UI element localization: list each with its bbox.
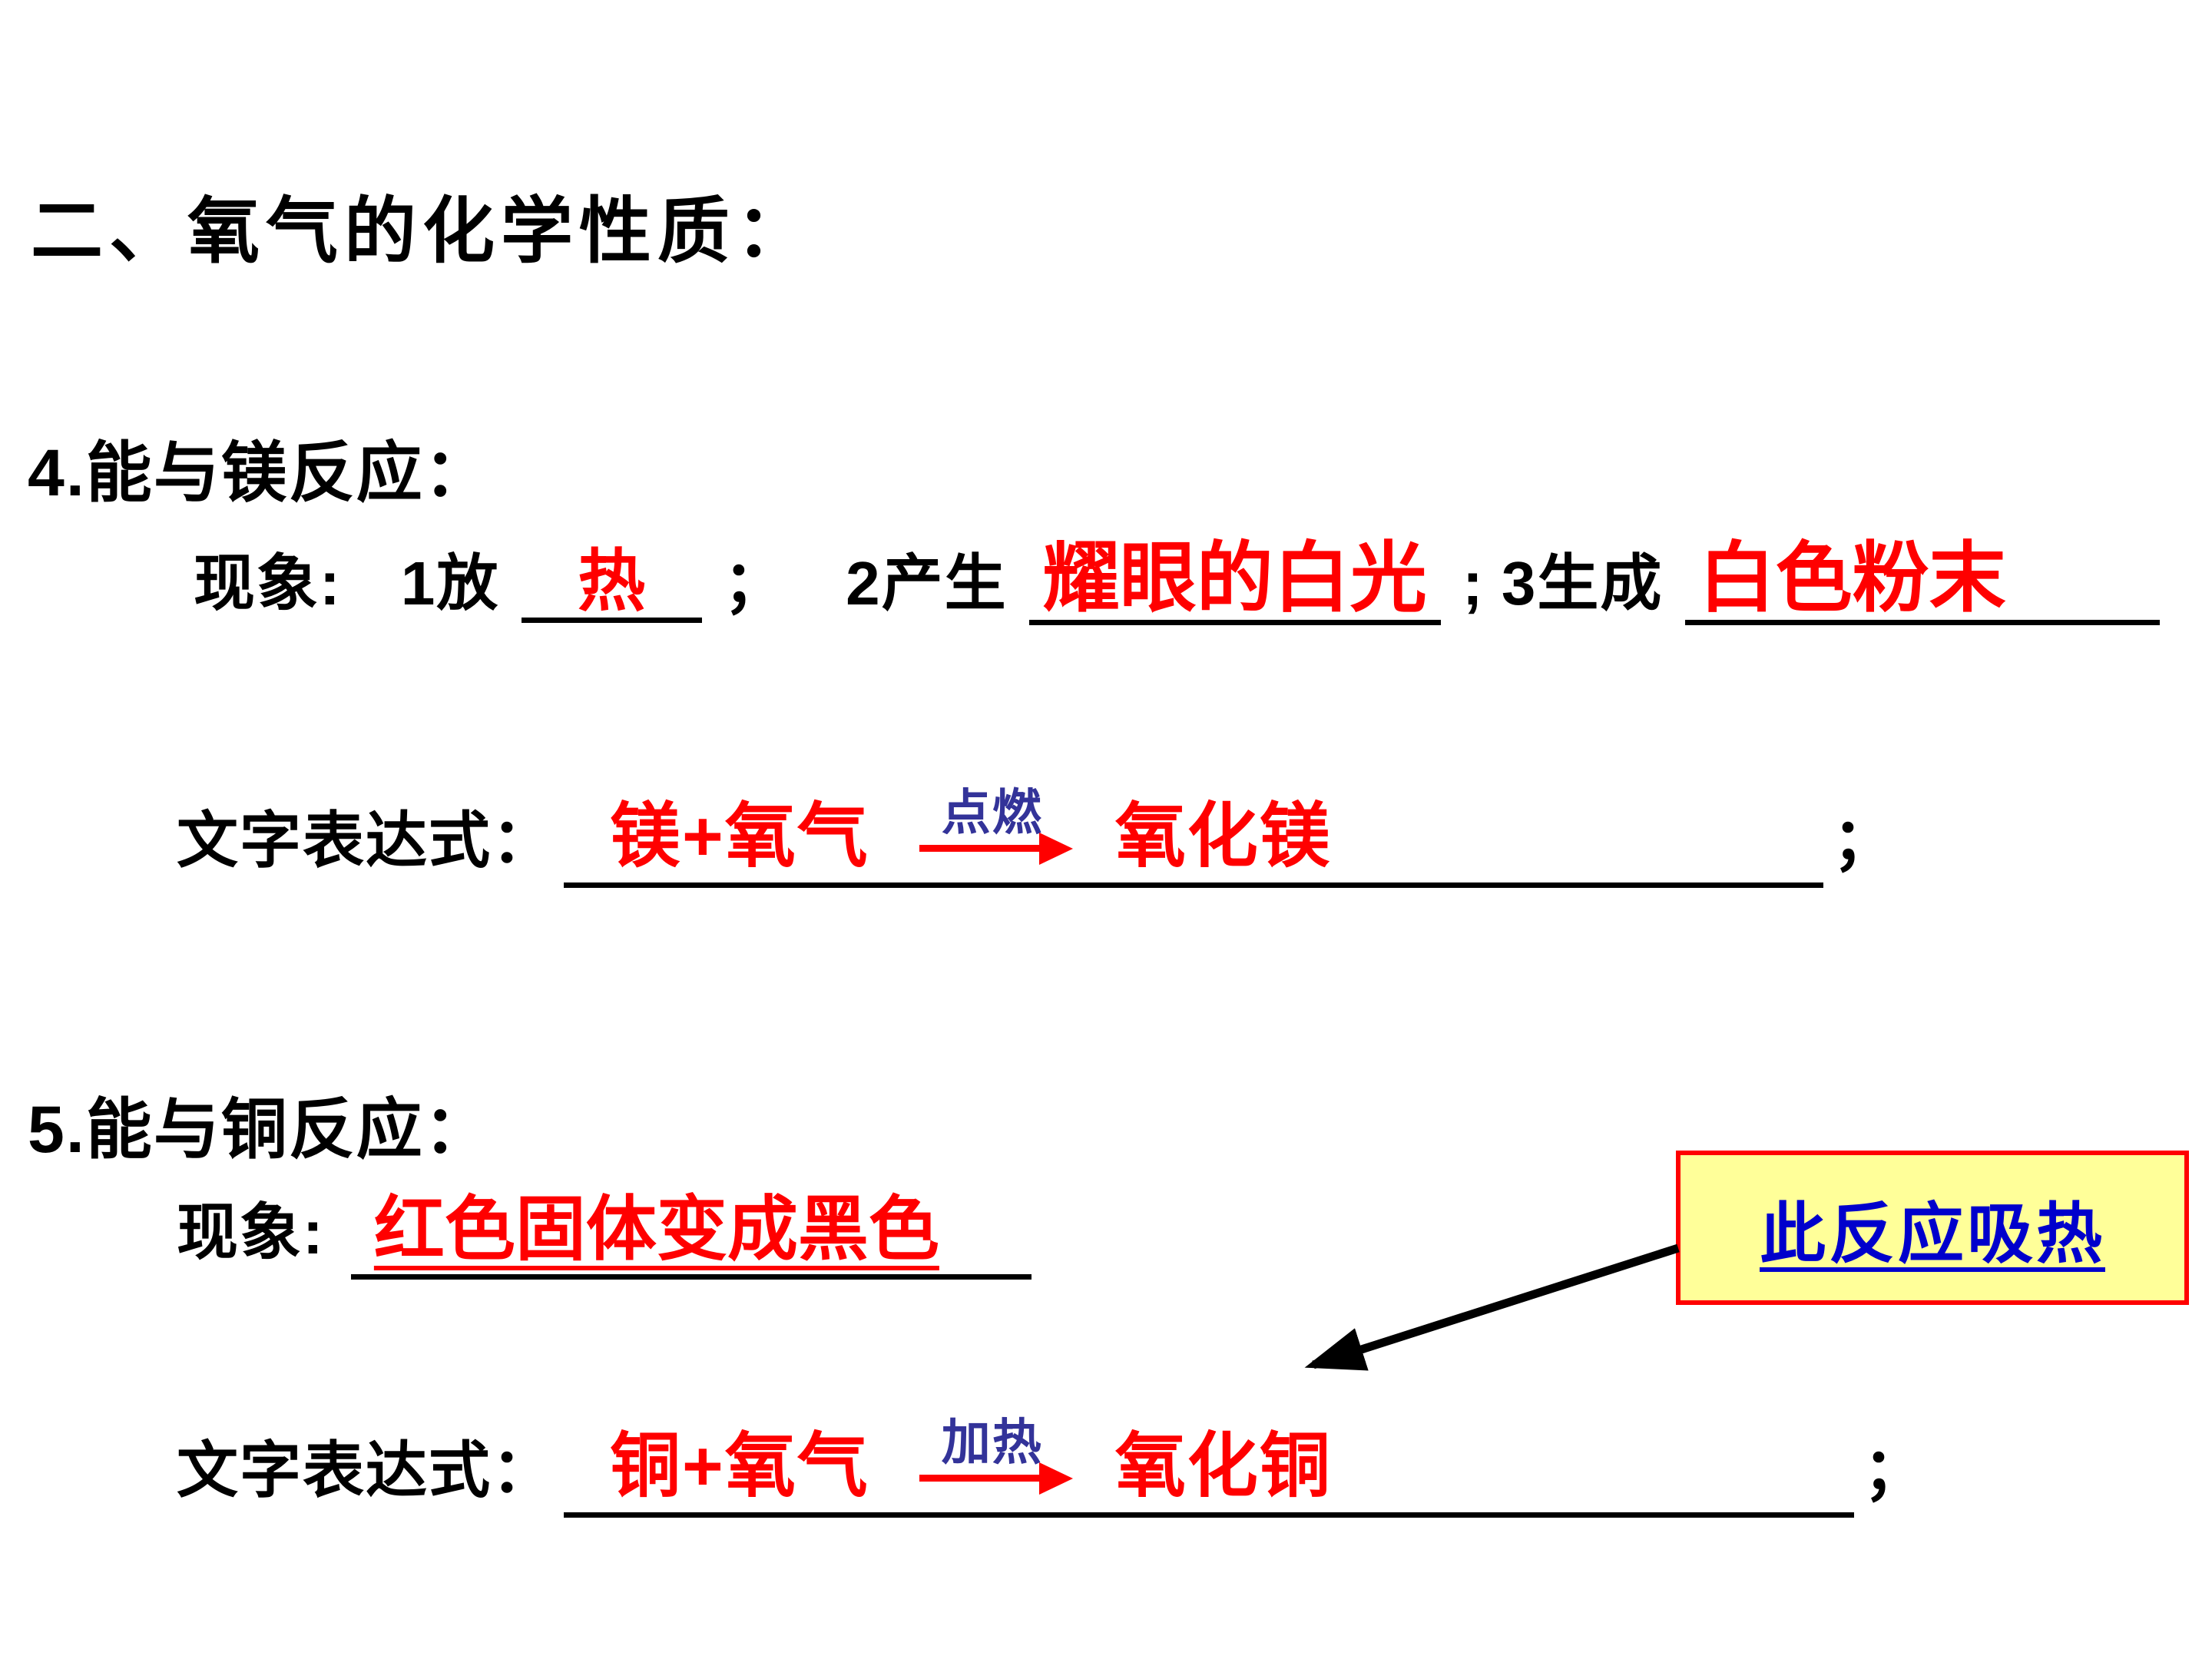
condition-label: 加热	[941, 1415, 1043, 1470]
section5-heading: 5.能与铜反应：	[28, 1093, 492, 1167]
section4-phenomena-line: 现象: 1放 热 ； 2产生 耀眼的白光 ; 3生成 白色粉末	[194, 534, 2160, 625]
expression-blank: 镁+氧气 点燃 氧化镁	[564, 788, 1823, 888]
callout-text: 此反应吸热	[1760, 1197, 2105, 1271]
callout-arrow-icon	[1304, 1243, 1680, 1371]
phenomena-item2-separator: ;	[1462, 549, 1485, 618]
reactants-text: 镁+氧气	[610, 797, 869, 876]
expression-label: 文字表达式：	[177, 806, 555, 875]
section4-expression-line: 文字表达式： 镁+氧气 点燃 氧化镁 ；	[177, 788, 1896, 888]
expression-label: 文字表达式：	[177, 1436, 555, 1505]
product-text: 氧化铜	[1114, 1427, 1332, 1505]
phenomena-item1-separator: ；	[723, 549, 786, 618]
phenomena-label: 现象:	[194, 549, 342, 618]
blank-answer-dazzling-white-light: 耀眼的白光	[1028, 537, 1441, 625]
reactants-text: 铜+氧气	[610, 1427, 869, 1505]
phenomena-item2-prefix: 2产生	[846, 549, 1008, 618]
condition-label: 点燃	[941, 785, 1043, 840]
callout-box: 此反应吸热	[1676, 1151, 2189, 1305]
phenomena-label: 现象:	[177, 1198, 325, 1267]
section5-phenomena-line: 现象: 红色固体变成黑色	[177, 1183, 1031, 1280]
slide-title: 二、氧气的化学性质：	[31, 190, 815, 271]
product-text: 氧化镁	[1114, 797, 1332, 876]
reaction-arrow-icon	[919, 845, 1065, 852]
phenomena-item1-prefix: 1放	[400, 549, 500, 618]
blank-answer-red-solid-turns-black: 红色固体变成黑色	[350, 1191, 1031, 1280]
reaction-arrow: 点燃	[919, 788, 1065, 852]
expression-blank: 铜+氧气 加热 氧化铜	[564, 1418, 1854, 1518]
blank-answer-white-powder: 白色粉末	[1684, 537, 2160, 625]
expression-trailing-semicolon: ；	[1833, 806, 1896, 875]
expression-trailing-semicolon: ；	[1863, 1436, 1926, 1505]
reaction-arrow: 加热	[919, 1418, 1065, 1482]
section4-heading: 4.能与镁反应：	[28, 436, 492, 510]
blank-answer-heat: 热	[521, 545, 702, 624]
phenomena-item3-prefix: 3生成	[1501, 549, 1664, 618]
section5-expression-line: 文字表达式： 铜+氧气 加热 氧化铜 ；	[177, 1418, 1926, 1518]
reaction-arrow-icon	[919, 1475, 1065, 1482]
